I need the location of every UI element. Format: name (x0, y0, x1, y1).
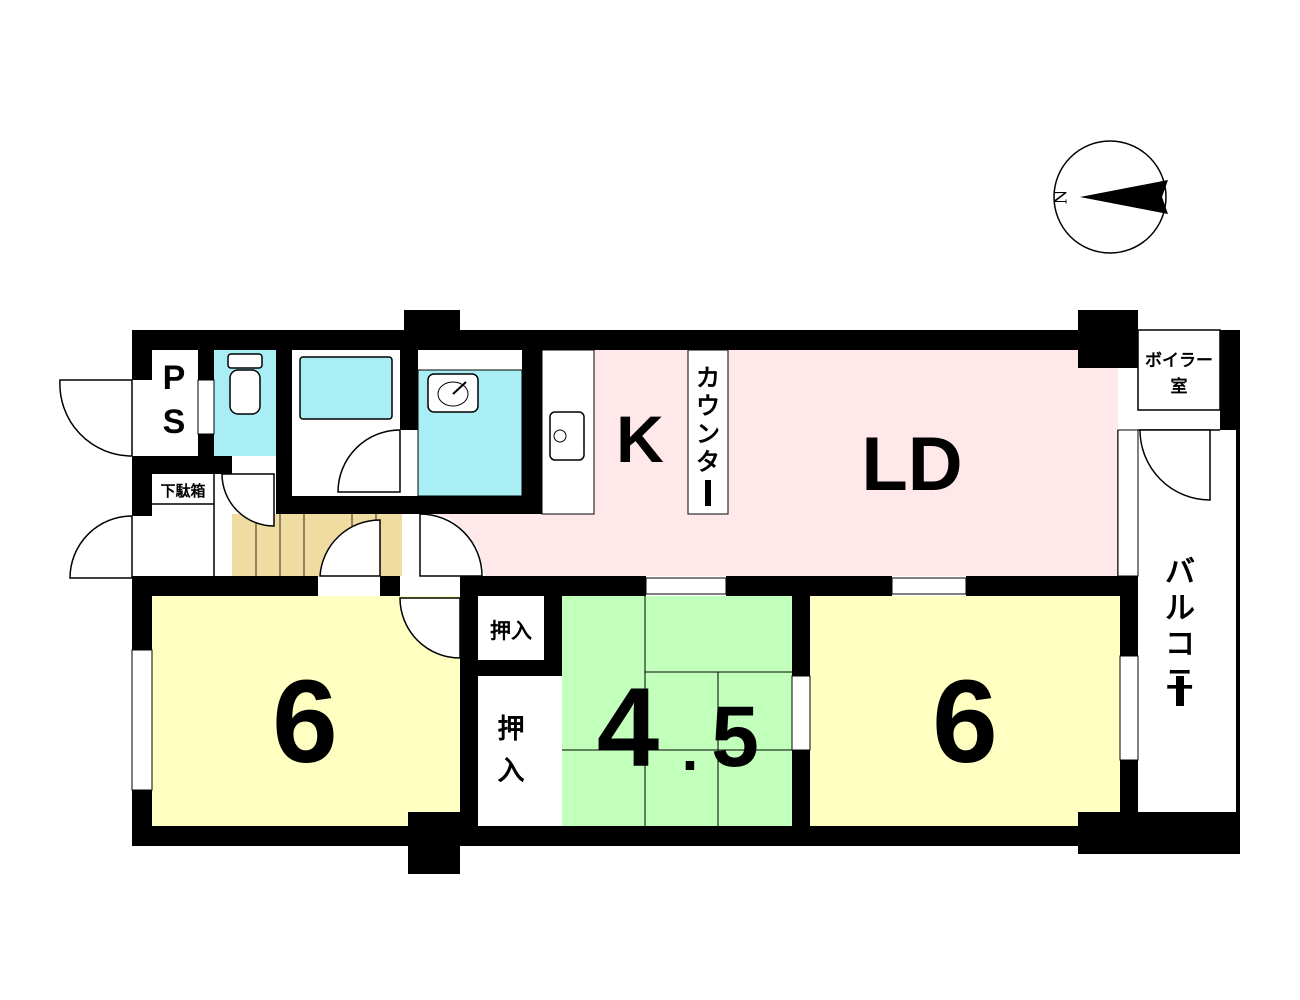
svg-text:タ: タ (696, 448, 720, 476)
shoe-box-label: 下駄箱 (160, 482, 205, 500)
svg-text:ン: ン (696, 420, 720, 448)
japanese-room-floor (562, 596, 792, 826)
door-bath (337, 429, 401, 493)
toilet-bowl-icon (229, 369, 261, 415)
closet-tall-label-2: 入 (498, 756, 525, 787)
window-japanese-side (791, 675, 811, 751)
boiler-label-line2: 室 (1171, 376, 1188, 397)
windows (131, 379, 1139, 791)
door-hall (319, 519, 381, 577)
western-room-left-floor (150, 596, 460, 826)
kitchen-sink-icon (549, 411, 585, 461)
window-left (131, 649, 153, 791)
ps-label-s: S (163, 403, 186, 441)
bathtub (299, 356, 393, 420)
door-entrance-lower (69, 515, 133, 579)
tatami-lines (562, 596, 792, 826)
doors (59, 379, 1211, 659)
room-fills (150, 329, 1221, 826)
fixtures (227, 353, 585, 461)
door-toilet (221, 473, 275, 527)
window-right-outer (1119, 655, 1139, 761)
ps-area (152, 350, 198, 456)
svg-text:ル: ル (1165, 591, 1195, 626)
svg-text:ウ: ウ (696, 392, 720, 420)
svg-text:バ: バ (1165, 555, 1195, 590)
door-ld (419, 513, 483, 577)
ps-label-p: P (163, 359, 186, 397)
door-entrance-upper (59, 379, 133, 457)
compass-north-label: N (1052, 189, 1072, 204)
door-boiler (1139, 429, 1211, 501)
toilet-tank-icon (227, 353, 263, 369)
japanese-room-label-frac: 5 (711, 689, 759, 785)
window-japanese (645, 577, 727, 595)
compass: N (1052, 140, 1168, 254)
kitchen-label: K (616, 402, 664, 476)
sink-drain-icon (553, 429, 567, 443)
door-room-left (399, 597, 461, 659)
labels: P S 下駄箱 K カ ウ ン タ LD 6 4 . 5 6 押入 押 入 ボイ… (160, 351, 1213, 790)
western-room-right-floor (810, 596, 1120, 826)
closet-tall-label-1: 押 (498, 714, 525, 745)
closet-small-floor (478, 596, 544, 660)
svg-text:カ: カ (696, 364, 720, 392)
window-ld-balcony (1117, 429, 1139, 577)
balcony-label: バ ル コ ニ (1165, 555, 1195, 706)
window-ps (197, 379, 215, 435)
boiler-label-line1: ボイラー (1145, 351, 1213, 371)
closet-small-label: 押入 (490, 619, 532, 643)
japanese-room-label-dot: . (682, 716, 699, 783)
window-right-room (891, 577, 967, 595)
closet-tall-floor (478, 676, 546, 826)
western-room-right-label: 6 (932, 656, 998, 788)
western-room-left-label: 6 (272, 656, 338, 788)
ld-label: LD (861, 422, 962, 507)
svg-text:コ: コ (1165, 627, 1195, 662)
japanese-room-label-int: 4 (597, 665, 659, 790)
compass-needle-icon (1080, 180, 1168, 214)
counter-label: カ ウ ン タ (696, 364, 720, 506)
